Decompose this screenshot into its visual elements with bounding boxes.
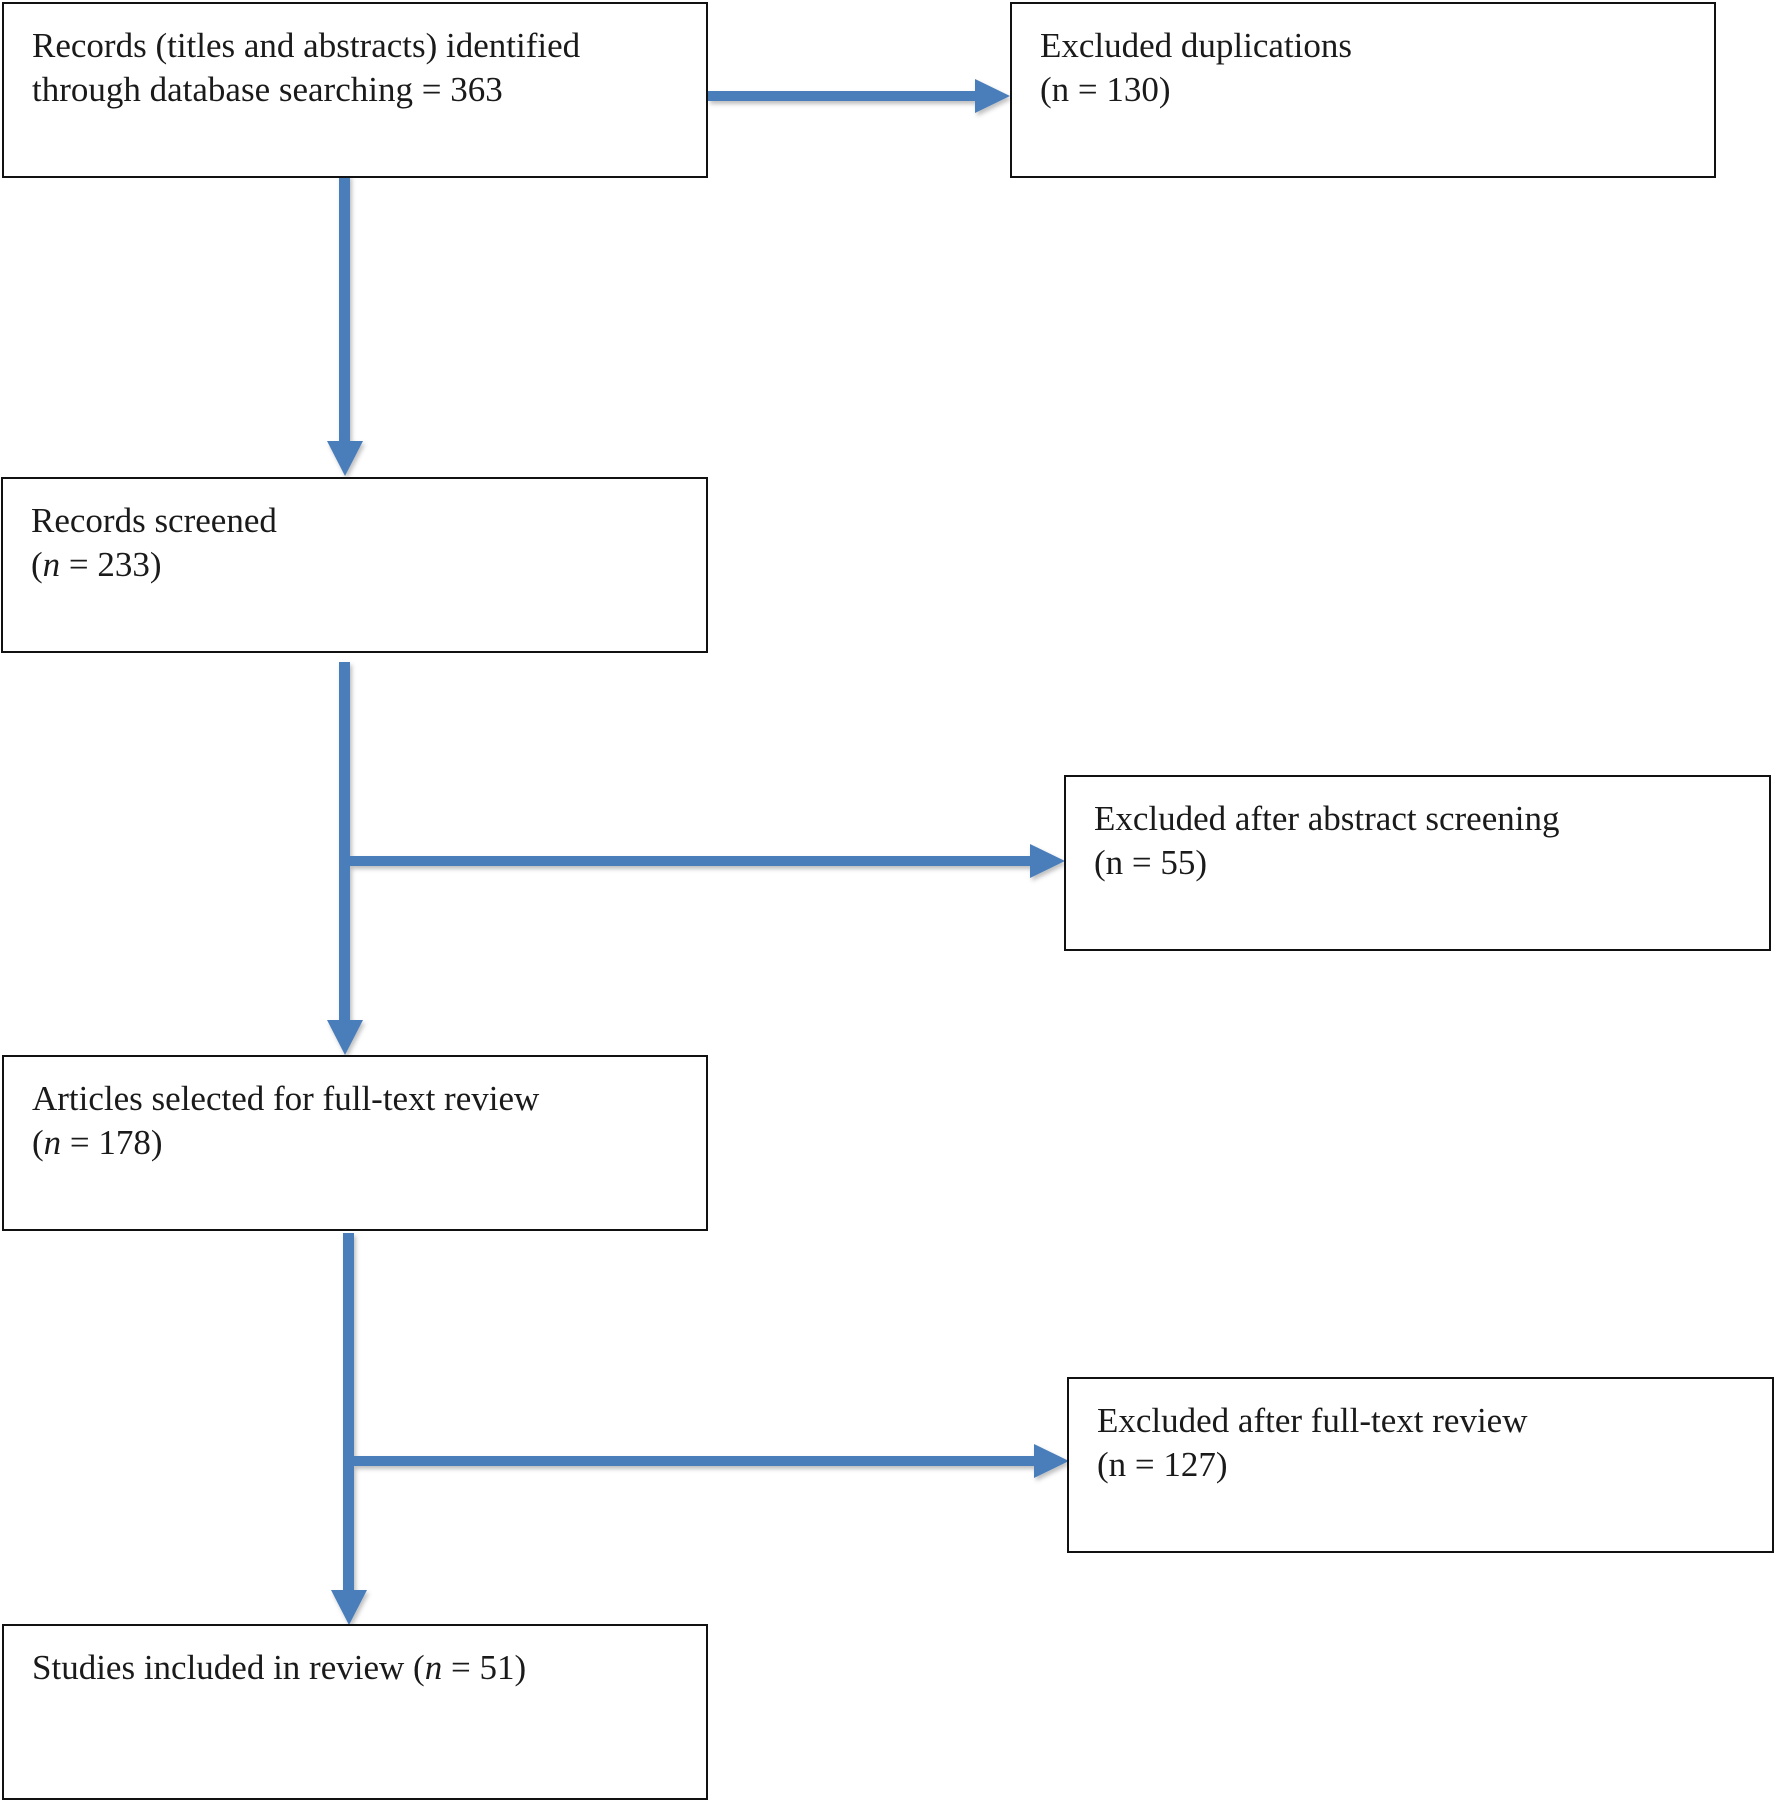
excluded-duplications-count: (n = 130) — [1040, 70, 1171, 109]
fulltext-review-var: n — [43, 1123, 62, 1162]
arrow-to-screened-shaft — [339, 175, 350, 445]
excluded-fulltext-line1: Excluded after full-text review — [1097, 1401, 1528, 1440]
excluded-abstract-count: (n = 55) — [1094, 843, 1208, 882]
arrow-to-screened-head — [327, 441, 363, 476]
fulltext-review-count: (n = 178) — [32, 1121, 678, 1165]
excluded-abstract-box: Excluded after abstract screening (n = 5… — [1064, 775, 1771, 951]
excluded-fulltext-count: (n = 127) — [1097, 1445, 1228, 1484]
arrow-to-fulltext-excluded-head — [1034, 1444, 1069, 1478]
records-identified-line1: Records (titles and abstracts) identifie… — [32, 26, 581, 65]
excluded-fulltext-box: Excluded after full-text review (n = 127… — [1067, 1377, 1774, 1553]
fulltext-review-rest: = 178) — [61, 1123, 163, 1162]
arrow-to-duplicates-shaft — [708, 91, 978, 101]
records-screened-box: Records screened (n = 233) — [1, 477, 708, 653]
arrow-to-duplicates-head — [975, 79, 1010, 113]
fulltext-review-line1: Articles selected for full-text review — [32, 1079, 540, 1118]
records-identified-box: Records (titles and abstracts) identifie… — [2, 2, 708, 178]
fulltext-review-open: ( — [32, 1123, 44, 1162]
records-identified-line2: through database searching = 363 — [32, 70, 503, 109]
studies-included-rest: = 51) — [442, 1648, 527, 1687]
records-screened-line1: Records screened — [31, 501, 277, 540]
excluded-duplications-box: Excluded duplications (n = 130) — [1010, 2, 1716, 178]
studies-included-line1: Studies included in review (n = 51) — [32, 1646, 678, 1690]
studies-included-var: n — [424, 1648, 443, 1687]
arrow-to-fulltext-excluded-shaft — [349, 1456, 1039, 1466]
studies-included-text: Studies included in review ( — [32, 1648, 425, 1687]
arrow-to-included-shaft — [343, 1233, 354, 1593]
records-screened-open: ( — [31, 545, 43, 584]
arrow-to-abstract-excluded-head — [1030, 844, 1065, 878]
records-screened-var: n — [42, 545, 61, 584]
excluded-abstract-line1: Excluded after abstract screening — [1094, 799, 1560, 838]
arrow-to-included-head — [331, 1590, 367, 1625]
records-screened-rest: = 233) — [60, 545, 162, 584]
studies-included-box: Studies included in review (n = 51) — [2, 1624, 708, 1800]
fulltext-review-box: Articles selected for full-text review (… — [2, 1055, 708, 1231]
arrow-to-abstract-excluded-shaft — [345, 856, 1035, 866]
arrow-to-fulltext-shaft — [339, 662, 350, 1022]
arrow-to-fulltext-head — [327, 1020, 363, 1055]
records-screened-count: (n = 233) — [31, 543, 678, 587]
excluded-duplications-line1: Excluded duplications — [1040, 26, 1353, 65]
